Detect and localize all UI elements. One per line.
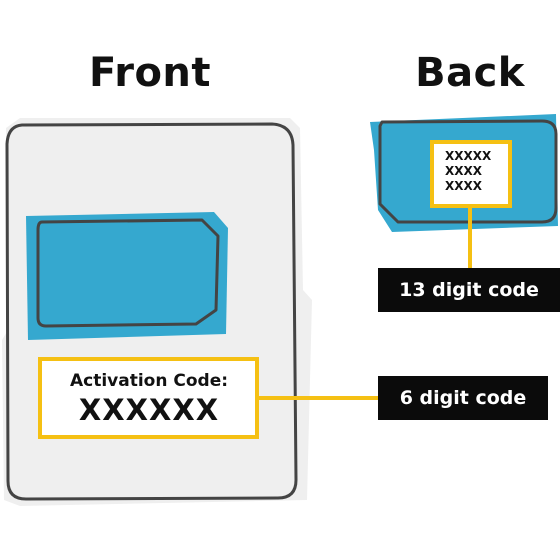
back-code-line: XXXXX	[445, 149, 492, 163]
front-card-outline	[5, 122, 298, 501]
front-sim-chip	[26, 212, 228, 340]
six-digit-code-tag: 6 digit code	[378, 376, 548, 420]
activation-code-box	[38, 357, 259, 439]
thirteen-digit-code-tag: 13 digit code	[378, 268, 560, 312]
back-sim-card-outline	[378, 119, 558, 224]
back-code-line: XXXX	[445, 179, 483, 193]
activation-code-value: XXXXXX	[78, 393, 220, 427]
back-heading: Back	[415, 50, 525, 96]
front-sim-chip-outline	[36, 218, 220, 328]
back-code-line: XXXX	[445, 164, 483, 178]
back-code-box	[430, 140, 512, 208]
activation-code-label: Activation Code:	[69, 371, 229, 391]
front-heading: Front	[88, 50, 212, 96]
